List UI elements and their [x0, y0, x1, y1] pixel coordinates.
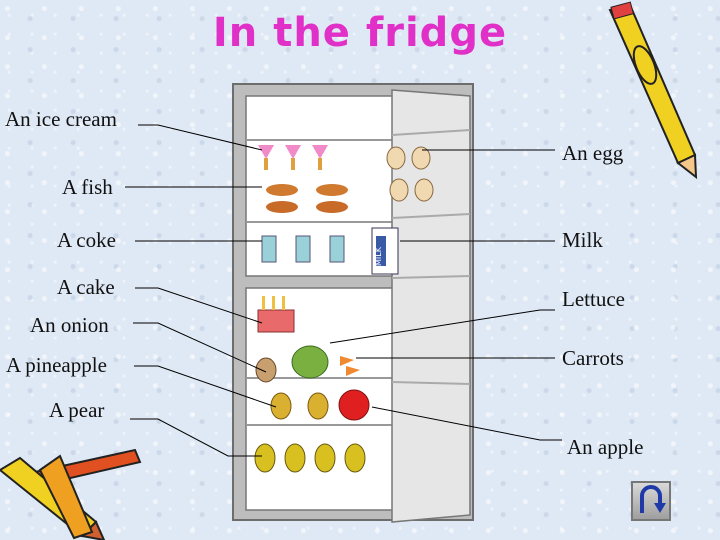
label-lettuce: Lettuce: [562, 287, 625, 311]
label-pineapple: A pineapple: [6, 353, 107, 377]
fridge: [232, 83, 474, 523]
apple-icon: [338, 389, 370, 421]
pear-icon: [254, 443, 366, 473]
return-button[interactable]: [631, 481, 671, 521]
label-pear: A pear: [49, 398, 105, 422]
coke-icon: [261, 235, 345, 263]
label-fish: A fish: [62, 175, 113, 199]
milk-carton-text: MILK: [374, 246, 383, 266]
pineapple-icon: [270, 392, 329, 420]
vegetables-icon: [255, 345, 360, 383]
label-milk: Milk: [562, 228, 603, 252]
label-carrots: Carrots: [562, 346, 624, 370]
cake-icon: [257, 296, 295, 333]
pointer-lines: [125, 124, 562, 457]
label-egg: An egg: [562, 141, 624, 165]
label-cake: A cake: [57, 275, 115, 299]
label-coke: A coke: [57, 228, 116, 252]
return-arrow-icon: [640, 485, 666, 513]
ice-cream-icon: [258, 145, 328, 170]
label-apple: An apple: [567, 435, 644, 459]
label-onion: An onion: [30, 313, 109, 337]
egg-icon: [386, 146, 434, 202]
label-ice-cream: An ice cream: [5, 107, 117, 131]
pencils-icon: [0, 448, 142, 540]
milk-carton-icon: MILK: [371, 227, 399, 275]
slide-title: In the fridge: [212, 10, 508, 56]
fish-icon: [266, 184, 348, 213]
